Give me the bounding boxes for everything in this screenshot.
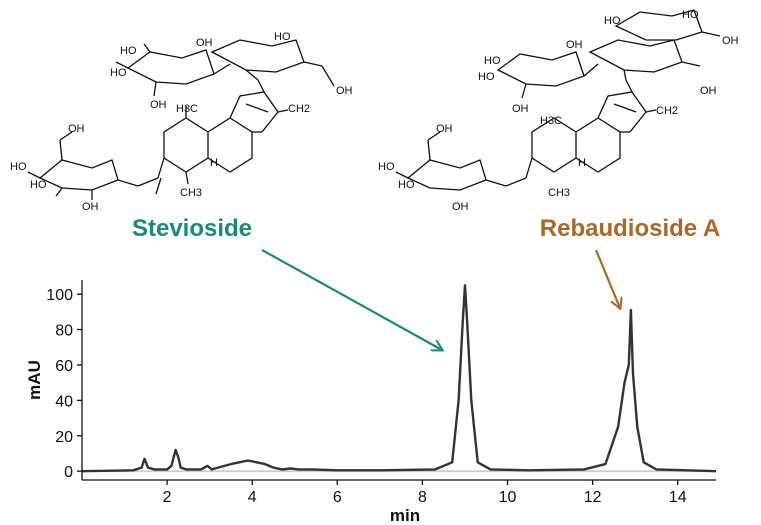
stevioside-label: Stevioside bbox=[132, 215, 252, 242]
atom-label: OH bbox=[566, 39, 583, 51]
atom-label: H bbox=[210, 157, 218, 169]
atom-label: HO bbox=[478, 71, 495, 83]
stevioside-arrow bbox=[261, 249, 442, 350]
x-ticks: 2 4 6 8 10 12 14 bbox=[163, 480, 687, 506]
atom-label: OH bbox=[452, 201, 469, 213]
rebaudioside-structure bbox=[395, 9, 721, 191]
x-tick-label: 4 bbox=[248, 489, 257, 506]
y-axis-title: mAU bbox=[25, 360, 44, 400]
rebaudioside-label: Rebaudioside A bbox=[540, 215, 720, 242]
x-tick-label: 2 bbox=[163, 489, 172, 506]
y-tick-label: 20 bbox=[55, 429, 73, 446]
atom-label: CH3 bbox=[548, 187, 570, 199]
atom-label: OH bbox=[82, 201, 99, 213]
y-tick-label: 40 bbox=[55, 393, 73, 410]
atom-label: CH3 bbox=[180, 187, 202, 199]
atom-label: OH bbox=[436, 123, 453, 135]
atom-label: OH bbox=[700, 85, 717, 97]
atom-label: OH bbox=[336, 85, 353, 97]
atom-label: OH bbox=[722, 35, 739, 47]
atom-label: HO bbox=[120, 45, 137, 57]
x-tick-label: 14 bbox=[669, 489, 687, 506]
y-tick-label: 100 bbox=[46, 287, 73, 304]
atom-label: HO bbox=[110, 67, 127, 79]
x-tick-label: 8 bbox=[418, 489, 427, 506]
atom-label: H bbox=[578, 157, 586, 169]
atom-label: H3C bbox=[540, 115, 562, 127]
x-tick-label: 10 bbox=[499, 489, 517, 506]
atom-label: HO bbox=[10, 161, 27, 173]
atom-label: HO bbox=[274, 31, 291, 43]
x-axis-title: min bbox=[390, 506, 420, 525]
chromatogram-trace bbox=[81, 284, 717, 473]
atom-label: OH bbox=[68, 123, 85, 135]
atom-label: OH bbox=[150, 99, 167, 111]
rebaudioside-arrow bbox=[594, 249, 620, 308]
y-ticks: 0 20 40 60 80 100 bbox=[46, 287, 82, 481]
stevioside-structure bbox=[27, 39, 335, 200]
atom-label: H3C bbox=[176, 103, 198, 115]
y-tick-label: 80 bbox=[55, 323, 73, 340]
atom-label: OH bbox=[512, 103, 529, 115]
x-tick-label: 12 bbox=[584, 489, 602, 506]
atom-label: HO bbox=[604, 15, 621, 27]
chromatogram: 2 4 6 8 10 12 14 0 20 40 60 80 100 min mAU bbox=[25, 280, 717, 525]
atom-label: CH2 bbox=[656, 105, 678, 117]
atom-label: HO bbox=[398, 179, 415, 191]
y-tick-label: 60 bbox=[55, 358, 73, 375]
stevioside-atom-labels: HO OH HO OH H3C CH3 CH2 H HO OH HO OH HO… bbox=[10, 31, 353, 213]
x-tick-label: 6 bbox=[333, 489, 342, 506]
atom-label: CH2 bbox=[288, 103, 310, 115]
atom-label: OH bbox=[196, 37, 213, 49]
y-tick-label: 0 bbox=[64, 464, 73, 481]
rebaudioside-atom-labels: HO OH HO OH H3C CH3 CH2 H HO HO OH OH HO… bbox=[378, 9, 739, 213]
atom-label: HO bbox=[30, 179, 47, 191]
atom-label: HO bbox=[378, 161, 395, 173]
atom-label: HO bbox=[484, 55, 501, 67]
atom-label: HO bbox=[682, 9, 699, 21]
